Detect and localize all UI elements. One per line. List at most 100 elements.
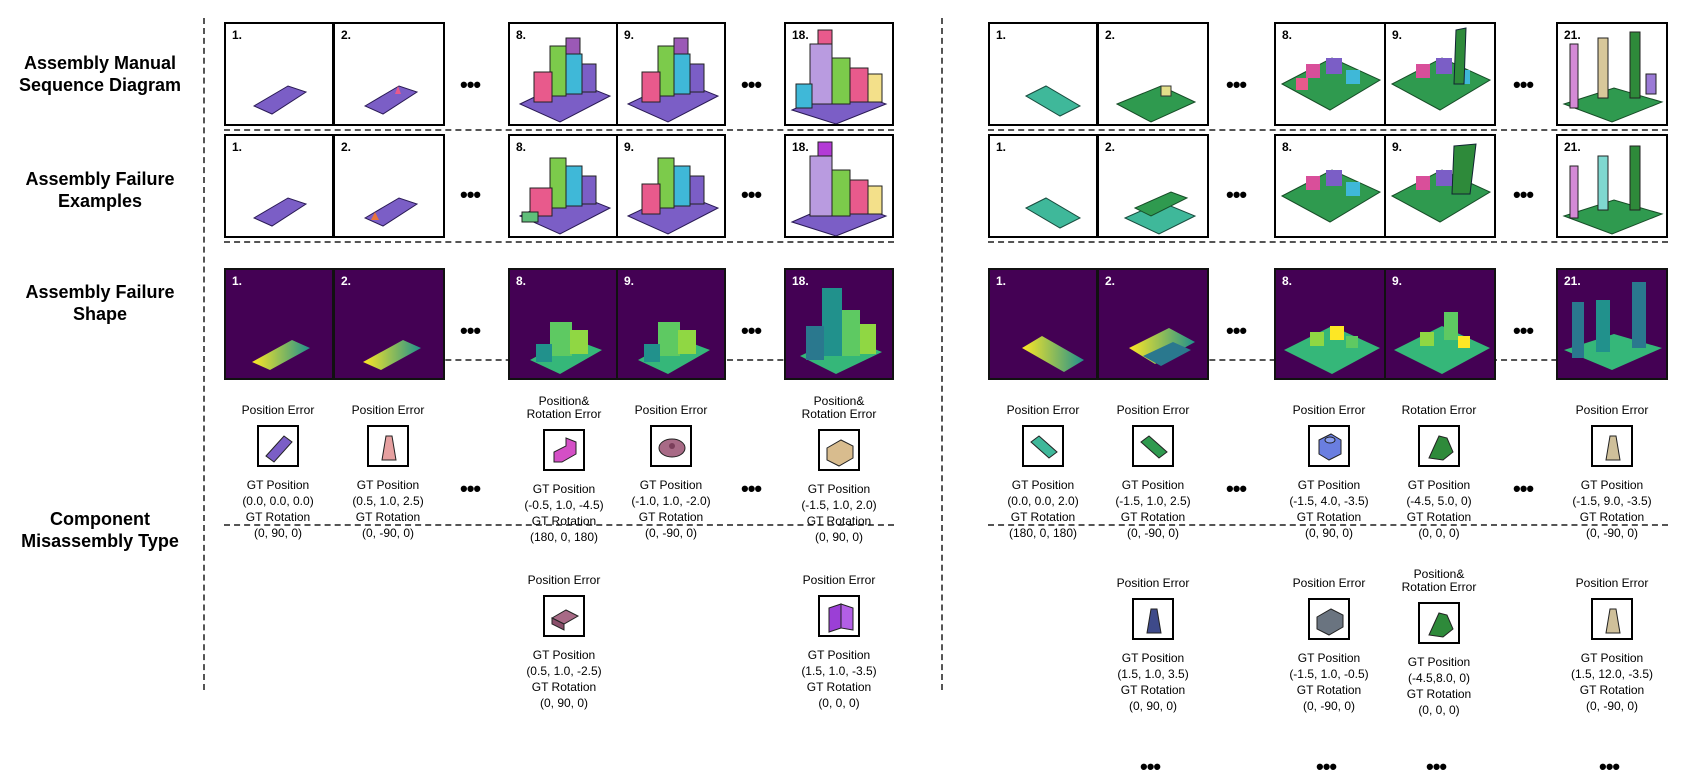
step-number: 9. xyxy=(1392,140,1403,154)
gt-rotation-label: GT Rotation xyxy=(806,680,872,694)
error-type: Position Error xyxy=(1292,576,1366,590)
ellipsis-icon: ••• xyxy=(1226,72,1247,97)
ellipsis-icon: ••• xyxy=(1226,476,1247,501)
step-number: 1. xyxy=(232,28,243,42)
left-failure-step-1: 1. xyxy=(224,134,334,238)
gt-position-label: GT Position xyxy=(1297,651,1361,665)
gt-rotation-value: (0, 90, 0) xyxy=(1128,699,1178,713)
depth-plate-icon xyxy=(252,340,310,370)
gt-position-value: (1.5, 1.0, 3.5) xyxy=(1117,667,1189,681)
gt-rotation-value: (0, -90, 0) xyxy=(1585,526,1639,540)
gt-position-value: (-4.5,8.0, 0) xyxy=(1407,671,1471,685)
left-shape-step-2: 2. xyxy=(333,268,445,380)
left-shape-step-1: 1. xyxy=(224,268,334,380)
left-card-2: Position Error GT Position (0.5, 1.0, 2.… xyxy=(328,404,448,541)
right-divider-1 xyxy=(988,129,1668,131)
left-divider-4 xyxy=(224,524,894,526)
teal-plate-icon xyxy=(1030,435,1058,459)
lego-build-icon xyxy=(1562,31,1664,123)
gt-position-value: (1.5, 1.0, -3.5) xyxy=(801,664,877,678)
error-type: Position Error xyxy=(527,573,601,587)
depth-build-icon xyxy=(530,322,602,374)
error-type: Position Error xyxy=(1575,576,1649,590)
ellipsis-icon: ••• xyxy=(1316,754,1337,779)
lego-build-icon xyxy=(1390,27,1492,111)
step-number: 8. xyxy=(516,28,527,42)
gt-rotation-value: (0, -90, 0) xyxy=(1302,699,1356,713)
gt-position-value: (-1.0, 1.0, -2.0) xyxy=(631,494,711,508)
purple-plate-icon xyxy=(265,435,293,463)
left-manual-step-8: 8. xyxy=(508,22,618,126)
gt-rotation-label: GT Rotation xyxy=(638,510,704,524)
left-card-1: Position Error GT Position (0.0, 0.0, 0.… xyxy=(218,404,338,541)
ellipsis-icon: ••• xyxy=(741,72,762,97)
gt-rotation-label: GT Rotation xyxy=(1296,510,1362,524)
error-type: Position& Rotation Error xyxy=(801,394,877,421)
gt-rotation-value: (0, 0, 0) xyxy=(1418,526,1460,540)
gt-rotation-value: (0, 90, 0) xyxy=(253,526,303,540)
lego-build-icon xyxy=(1390,143,1492,223)
gt-rotation-label: GT Rotation xyxy=(1296,683,1362,697)
component-icon-box xyxy=(1132,425,1174,467)
step-number: 2. xyxy=(341,140,352,154)
step-number: 18. xyxy=(792,28,809,42)
gt-position-value: (-1.5, 1.0, 2.5) xyxy=(1115,494,1191,508)
gt-position-value: (-1.5, 9.0, -3.5) xyxy=(1572,494,1652,508)
step-number: 18. xyxy=(792,274,809,288)
depth-build-icon xyxy=(638,322,710,374)
gt-position-label: GT Position xyxy=(246,478,310,492)
gt-position-value: (-1.5, 1.0, -0.5) xyxy=(1289,667,1369,681)
left-failure-step-2: 2. xyxy=(333,134,445,238)
left-card-3: Position& Rotation Error GT Position (-0… xyxy=(504,395,624,545)
gt-rotation-label: GT Rotation xyxy=(1120,683,1186,697)
navy-cone-icon xyxy=(1146,608,1162,634)
gt-position-value: (0.0, 0.0, 0.0) xyxy=(242,494,314,508)
right-failure-step-1: 1. xyxy=(988,134,1098,238)
component-icon-box xyxy=(543,595,585,637)
center-vertical-divider xyxy=(941,18,943,690)
gt-rotation-label: GT Rotation xyxy=(1010,510,1076,524)
left-shape-step-18: 18. xyxy=(784,268,894,380)
right-card-4: Rotation Error GT Position (-4.5, 5.0, 0… xyxy=(1379,404,1499,541)
green-slope-icon xyxy=(1428,612,1454,638)
right-manual-step-9: 9. xyxy=(1384,22,1496,126)
error-type: Position Error xyxy=(634,403,708,417)
purple-plate-icon xyxy=(252,197,308,227)
gt-rotation-label: GT Rotation xyxy=(806,514,872,528)
left-vertical-divider xyxy=(203,18,205,690)
right-shape-step-21: 21. xyxy=(1556,268,1668,380)
right-divider-2 xyxy=(988,241,1668,243)
ellipsis-icon: ••• xyxy=(1513,318,1534,343)
gt-rotation-label: GT Rotation xyxy=(1406,687,1472,701)
step-number: 8. xyxy=(1282,140,1293,154)
component-icon-box xyxy=(818,429,860,471)
gt-position-value: (-4.5, 5.0, 0) xyxy=(1406,494,1472,508)
left-manual-step-1: 1. xyxy=(224,22,334,126)
pink-cone-icon xyxy=(381,435,397,461)
right-card-7: Position Error GT Position (-1.5, 1.0, -… xyxy=(1269,577,1389,714)
error-type: Position Error xyxy=(802,573,876,587)
step-number: 9. xyxy=(624,28,635,42)
magenta-bracket-icon xyxy=(553,437,577,463)
right-card-6: Position Error GT Position (1.5, 1.0, 3.… xyxy=(1093,577,1213,714)
lego-build-icon xyxy=(626,157,720,235)
left-card-6: Position Error GT Position (0.5, 1.0, -2… xyxy=(504,574,624,711)
tan-cone-icon xyxy=(1605,608,1621,634)
depth-build-icon xyxy=(1394,312,1490,374)
step-number: 21. xyxy=(1564,140,1581,154)
ellipsis-icon: ••• xyxy=(741,182,762,207)
green-plate-icon xyxy=(1123,191,1197,235)
step-number: 2. xyxy=(1105,140,1116,154)
component-icon-box xyxy=(1418,425,1460,467)
row-label-misassembly: Component Misassembly Type xyxy=(0,508,200,552)
right-card-5: Position Error GT Position (-1.5, 9.0, -… xyxy=(1552,404,1672,541)
step-number: 8. xyxy=(1282,28,1293,42)
step-number: 1. xyxy=(996,274,1007,288)
gt-position-label: GT Position xyxy=(1297,478,1361,492)
error-type: Position Error xyxy=(1006,403,1080,417)
gt-rotation-value: (0, 0, 0) xyxy=(1418,703,1460,717)
green-plate-icon xyxy=(1115,85,1197,123)
gt-position-label: GT Position xyxy=(1121,651,1185,665)
left-divider-1 xyxy=(224,129,894,131)
gt-position-value: (-0.5, 1.0, -4.5) xyxy=(524,498,604,512)
